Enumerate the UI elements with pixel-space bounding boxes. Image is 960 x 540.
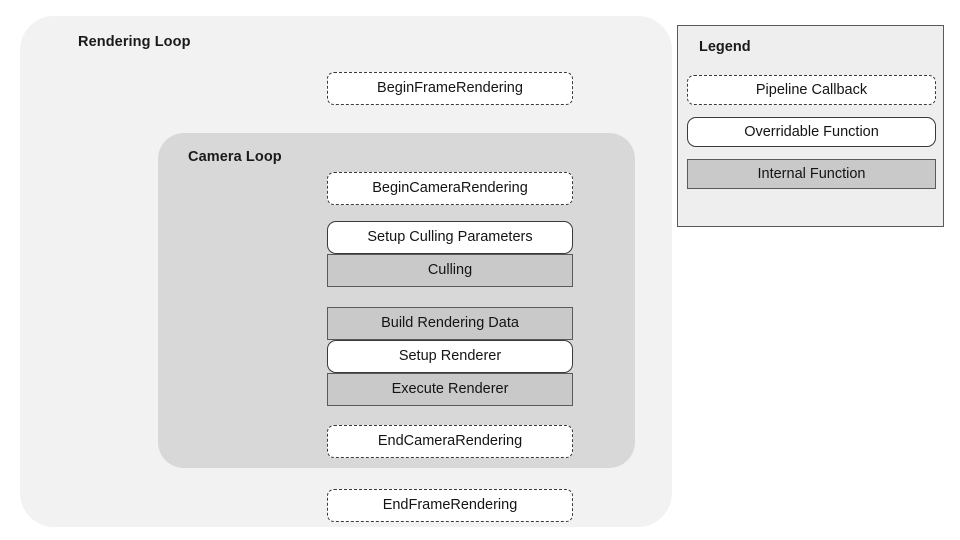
camera-loop-title: Camera Loop [188,149,282,165]
node-setup-renderer[interactable]: Setup Renderer [327,340,573,373]
node-end-camera-rendering[interactable]: EndCameraRendering [327,425,573,458]
legend-item-pipeline-callback[interactable]: Pipeline Callback [687,75,936,105]
node-begin-camera-rendering[interactable]: BeginCameraRendering [327,172,573,205]
node-setup-culling-parameters[interactable]: Setup Culling Parameters [327,221,573,254]
node-end-frame-rendering[interactable]: EndFrameRendering [327,489,573,522]
legend-item-overridable-function[interactable]: Overridable Function [687,117,936,147]
legend-panel: Legend Pipeline Callback Overridable Fun… [677,25,944,227]
node-begin-frame-rendering[interactable]: BeginFrameRendering [327,72,573,105]
rendering-loop-title: Rendering Loop [78,34,191,50]
legend-item-internal-function[interactable]: Internal Function [687,159,936,189]
node-culling[interactable]: Culling [327,254,573,287]
node-execute-renderer[interactable]: Execute Renderer [327,373,573,406]
legend-title: Legend [699,39,751,55]
node-build-rendering-data[interactable]: Build Rendering Data [327,307,573,340]
